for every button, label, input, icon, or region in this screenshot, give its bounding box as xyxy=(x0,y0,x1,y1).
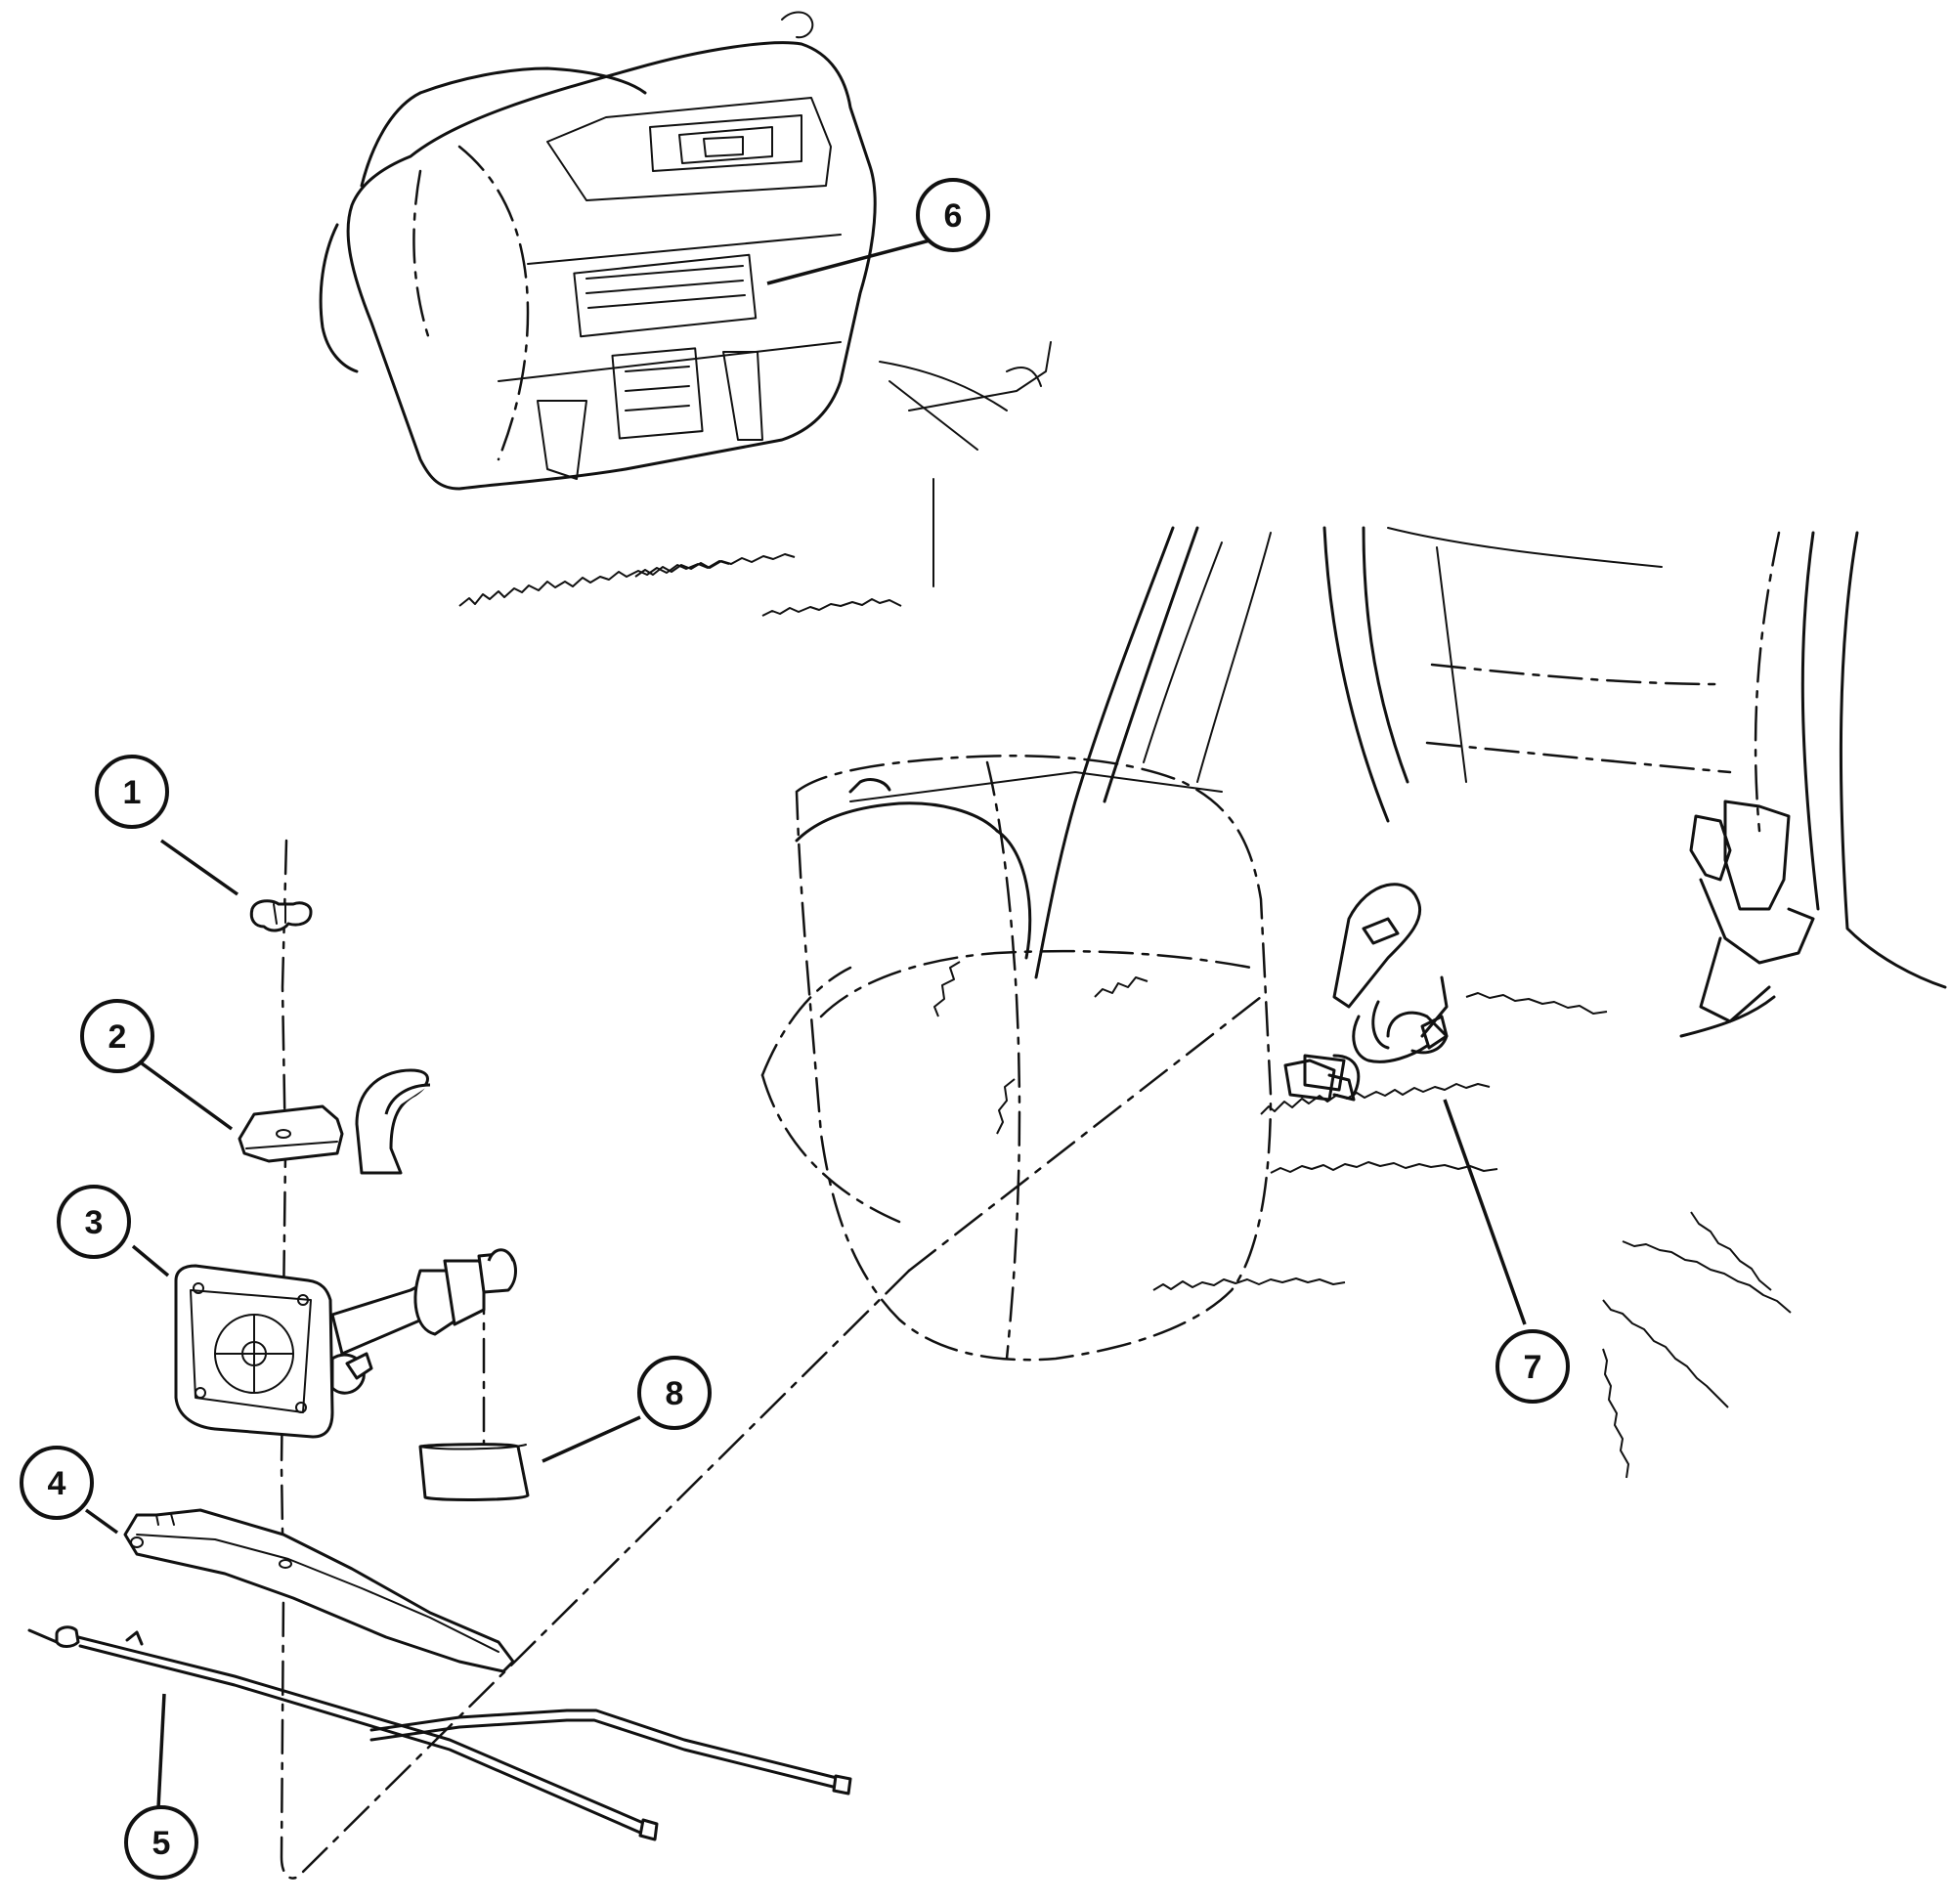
callout-5-label: 5 xyxy=(152,1825,171,1862)
callout-4: 4 xyxy=(20,1446,94,1520)
part-8-foam-block xyxy=(418,1443,530,1501)
callout-2-label: 2 xyxy=(108,1018,127,1056)
callout-8: 8 xyxy=(637,1356,712,1430)
callout-1: 1 xyxy=(95,755,169,829)
callout-7: 7 xyxy=(1495,1329,1570,1404)
part-3-jack xyxy=(174,1248,517,1439)
rear-seat-area xyxy=(760,526,1947,1479)
seat-back-inset xyxy=(319,11,1052,617)
part-1-wing-nut xyxy=(249,899,313,932)
callout-5: 5 xyxy=(124,1805,198,1880)
callout-3-label: 3 xyxy=(85,1204,104,1241)
callout-4-label: 4 xyxy=(48,1465,66,1502)
callout-2: 2 xyxy=(80,999,154,1073)
callout-8-label: 8 xyxy=(666,1375,684,1412)
callout-6-label: 6 xyxy=(944,197,963,235)
callout-3: 3 xyxy=(57,1185,131,1259)
part-2-bracket xyxy=(238,1068,431,1175)
callout-6: 6 xyxy=(916,178,990,252)
part-4-handle xyxy=(123,1508,515,1673)
part-5-extension-rods xyxy=(27,1625,852,1841)
callout-1-label: 1 xyxy=(123,774,142,811)
callout-7-label: 7 xyxy=(1524,1349,1542,1386)
